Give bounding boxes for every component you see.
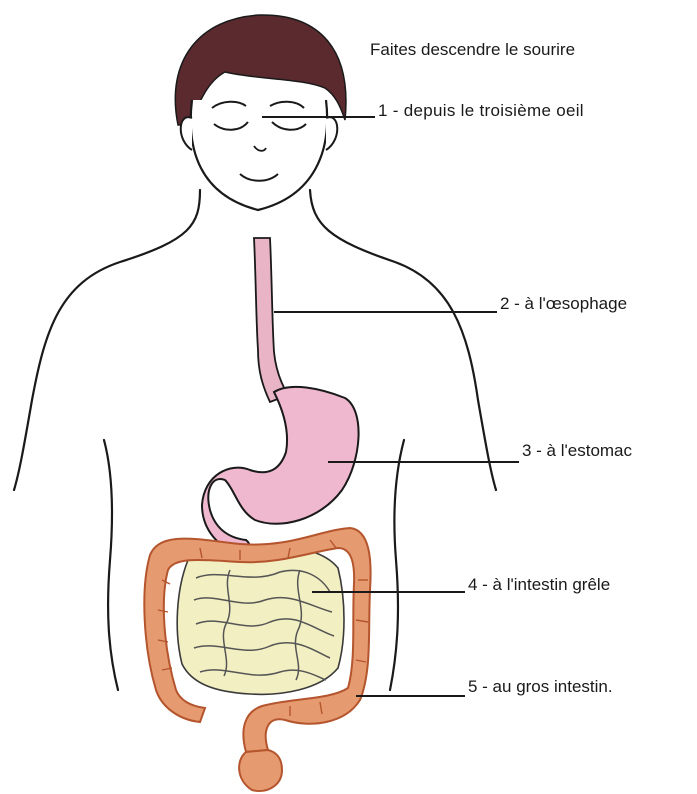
left-ear bbox=[181, 117, 192, 150]
label-stomach: 3 - à l'estomac bbox=[522, 441, 632, 461]
rectum bbox=[239, 750, 282, 791]
label-large-intestine: 5 - au gros intestin. bbox=[468, 677, 613, 697]
label-esophagus: 2 - à l'œsophage bbox=[500, 294, 627, 314]
small-intestine bbox=[177, 548, 344, 695]
esophagus bbox=[254, 238, 288, 402]
label-small-intestine: 4 - à l'intestin grêle bbox=[468, 575, 610, 595]
stomach bbox=[202, 387, 359, 552]
diagram-title: Faites descendre le sourire bbox=[370, 40, 575, 60]
right-ear bbox=[326, 117, 337, 150]
label-third-eye: 1 - depuis le troisième oeil bbox=[378, 101, 584, 121]
